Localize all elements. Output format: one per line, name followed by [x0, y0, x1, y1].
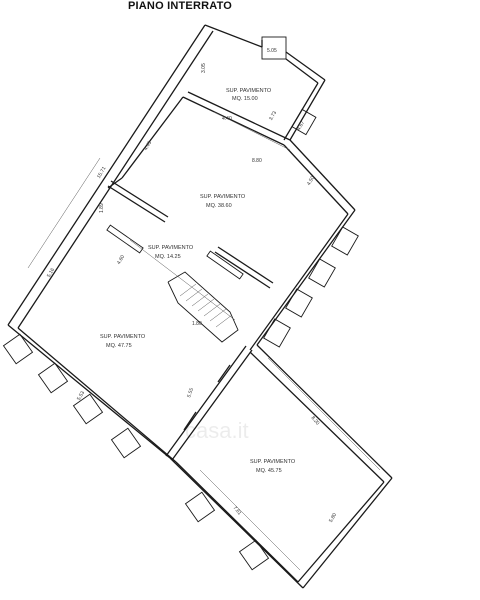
svg-text:4.40: 4.40 — [222, 116, 232, 122]
svg-text:5.80: 5.80 — [328, 512, 338, 524]
svg-text:SUP. PAVIMENTO: SUP. PAVIMENTO — [148, 245, 194, 251]
svg-text:MQ. 15.00: MQ. 15.00 — [232, 96, 258, 102]
dimension-lines — [27, 111, 381, 571]
svg-text:1.80: 1.80 — [192, 321, 202, 327]
svg-text:7.61: 7.61 — [232, 505, 243, 516]
svg-text:5.05: 5.05 — [267, 48, 277, 54]
svg-text:SUP. PAVIMENTO: SUP. PAVIMENTO — [100, 334, 146, 340]
svg-text:4.60: 4.60 — [116, 254, 126, 266]
svg-text:5.16: 5.16 — [46, 267, 56, 279]
staircase — [167, 271, 239, 343]
svg-text:SUP. PAVIMENTO: SUP. PAVIMENTO — [226, 88, 272, 94]
room-3-label: SUP. PAVIMENTO MQ. 14.25 — [148, 245, 194, 260]
svg-text:5.53: 5.53 — [76, 390, 86, 402]
interior-walls — [106, 91, 291, 461]
svg-text:MQ. 14.25: MQ. 14.25 — [155, 254, 181, 260]
plan-title: PIANO INTERRATO — [128, 0, 233, 12]
svg-text:8.20: 8.20 — [310, 415, 321, 426]
svg-text:4.67: 4.67 — [296, 120, 306, 132]
dimension-labels: 5.05 3.05 4.40 3.73 4.67 4.45 8.80 4.50 … — [46, 48, 338, 524]
svg-text:SUP. PAVIMENTO: SUP. PAVIMENTO — [200, 194, 246, 200]
svg-text:4.50: 4.50 — [306, 175, 316, 187]
outer-walls — [2, 24, 393, 589]
room-2-label: SUP. PAVIMENTO MQ. 38.60 — [200, 194, 246, 209]
svg-text:MQ. 38.60: MQ. 38.60 — [206, 203, 232, 209]
room-4-label: SUP. PAVIMENTO MQ. 47.75 — [100, 334, 146, 349]
svg-text:SUP. PAVIMENTO: SUP. PAVIMENTO — [250, 459, 296, 465]
svg-text:MQ. 47.75: MQ. 47.75 — [106, 343, 132, 349]
svg-text:15.71: 15.71 — [96, 166, 108, 180]
svg-text:8.80: 8.80 — [252, 158, 262, 164]
svg-text:3.05: 3.05 — [201, 63, 207, 73]
watermark: casa.it — [185, 418, 249, 443]
svg-text:5.55: 5.55 — [186, 387, 195, 398]
svg-text:3.73: 3.73 — [268, 110, 278, 122]
svg-text:4.45: 4.45 — [143, 140, 153, 152]
svg-text:MQ. 45.75: MQ. 45.75 — [256, 468, 282, 474]
room-5-label: SUP. PAVIMENTO MQ. 45.75 — [250, 459, 296, 474]
svg-text:1.89: 1.89 — [99, 203, 105, 213]
room-1-label: SUP. PAVIMENTO MQ. 15.00 — [226, 88, 272, 102]
